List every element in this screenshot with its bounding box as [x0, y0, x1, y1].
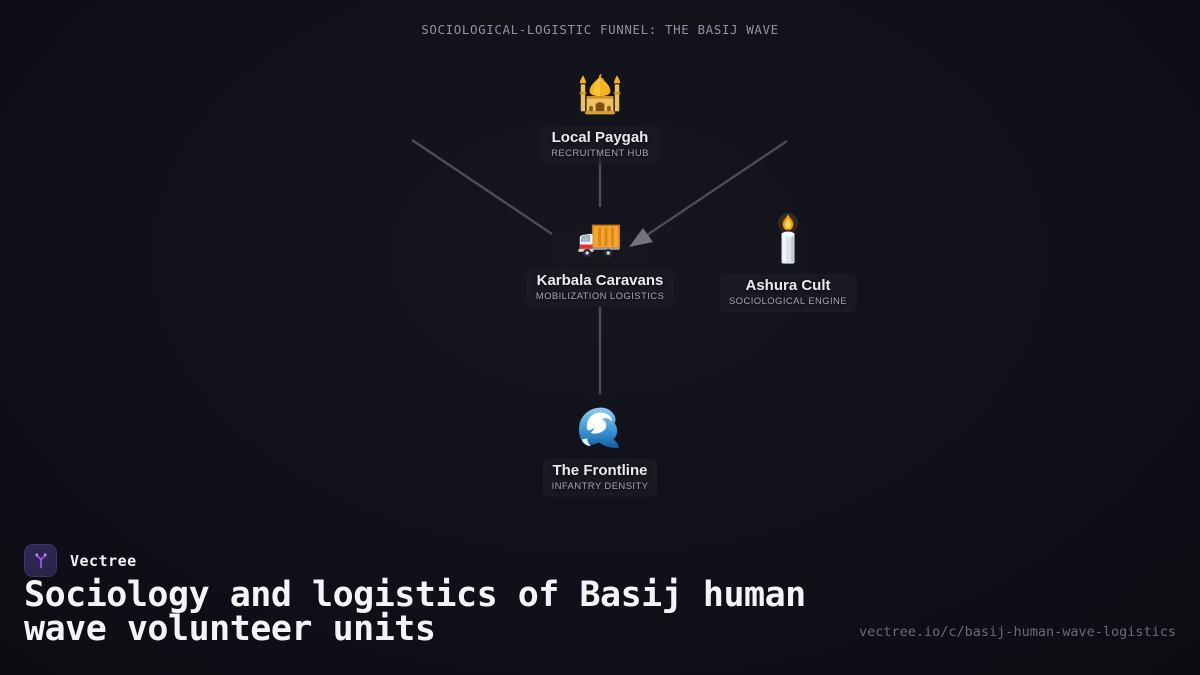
- candle-icon: [774, 212, 802, 266]
- wave-icon: [575, 403, 625, 451]
- node-title: Local Paygah: [551, 129, 649, 146]
- brand-row: Vectree: [24, 544, 137, 577]
- node-title: Karbala Caravans: [536, 272, 664, 289]
- node-label-plate: The Frontline INFANTRY DENSITY: [541, 459, 659, 497]
- node-label-plate: Karbala Caravans MOBILIZATION LOGISTICS: [525, 269, 675, 307]
- page-url: vectree.io/c/basij-human-wave-logistics: [859, 624, 1176, 640]
- node-subtitle: INFANTRY DENSITY: [551, 481, 649, 492]
- edge-upper-right-to-karbala: [646, 140, 788, 236]
- brand-name: Vectree: [70, 551, 137, 570]
- node-subtitle: MOBILIZATION LOGISTICS: [535, 291, 665, 302]
- node-label-plate: Local Paygah RECRUITMENT HUB: [541, 126, 659, 164]
- page-title: Sociology and logistics of Basij human w…: [24, 575, 806, 649]
- arrowhead-icon: [629, 228, 653, 247]
- node-the-frontline[interactable]: The Frontline INFANTRY DENSITY: [480, 403, 720, 497]
- vectree-logo-icon: [24, 544, 57, 577]
- truck-icon: [577, 221, 623, 261]
- node-subtitle: RECRUITMENT HUB: [551, 148, 649, 159]
- mosque-icon: [575, 72, 625, 118]
- node-karbala-caravans[interactable]: Karbala Caravans MOBILIZATION LOGISTICS: [480, 221, 720, 307]
- diagram-edges: [411, 139, 788, 394]
- diagram-title: SOCIOLOGICAL-LOGISTIC FUNNEL: THE BASIJ …: [421, 22, 779, 37]
- node-ashura-cult[interactable]: Ashura Cult SOCIOLOGICAL ENGINE: [668, 212, 908, 312]
- node-title: Ashura Cult: [745, 277, 831, 294]
- node-subtitle: SOCIOLOGICAL ENGINE: [728, 296, 848, 307]
- edge-upper-left-to-karbala: [411, 139, 553, 235]
- node-title: The Frontline: [552, 462, 648, 479]
- node-local-paygah[interactable]: Local Paygah RECRUITMENT HUB: [480, 72, 720, 164]
- node-label-plate: Ashura Cult SOCIOLOGICAL ENGINE: [718, 274, 858, 312]
